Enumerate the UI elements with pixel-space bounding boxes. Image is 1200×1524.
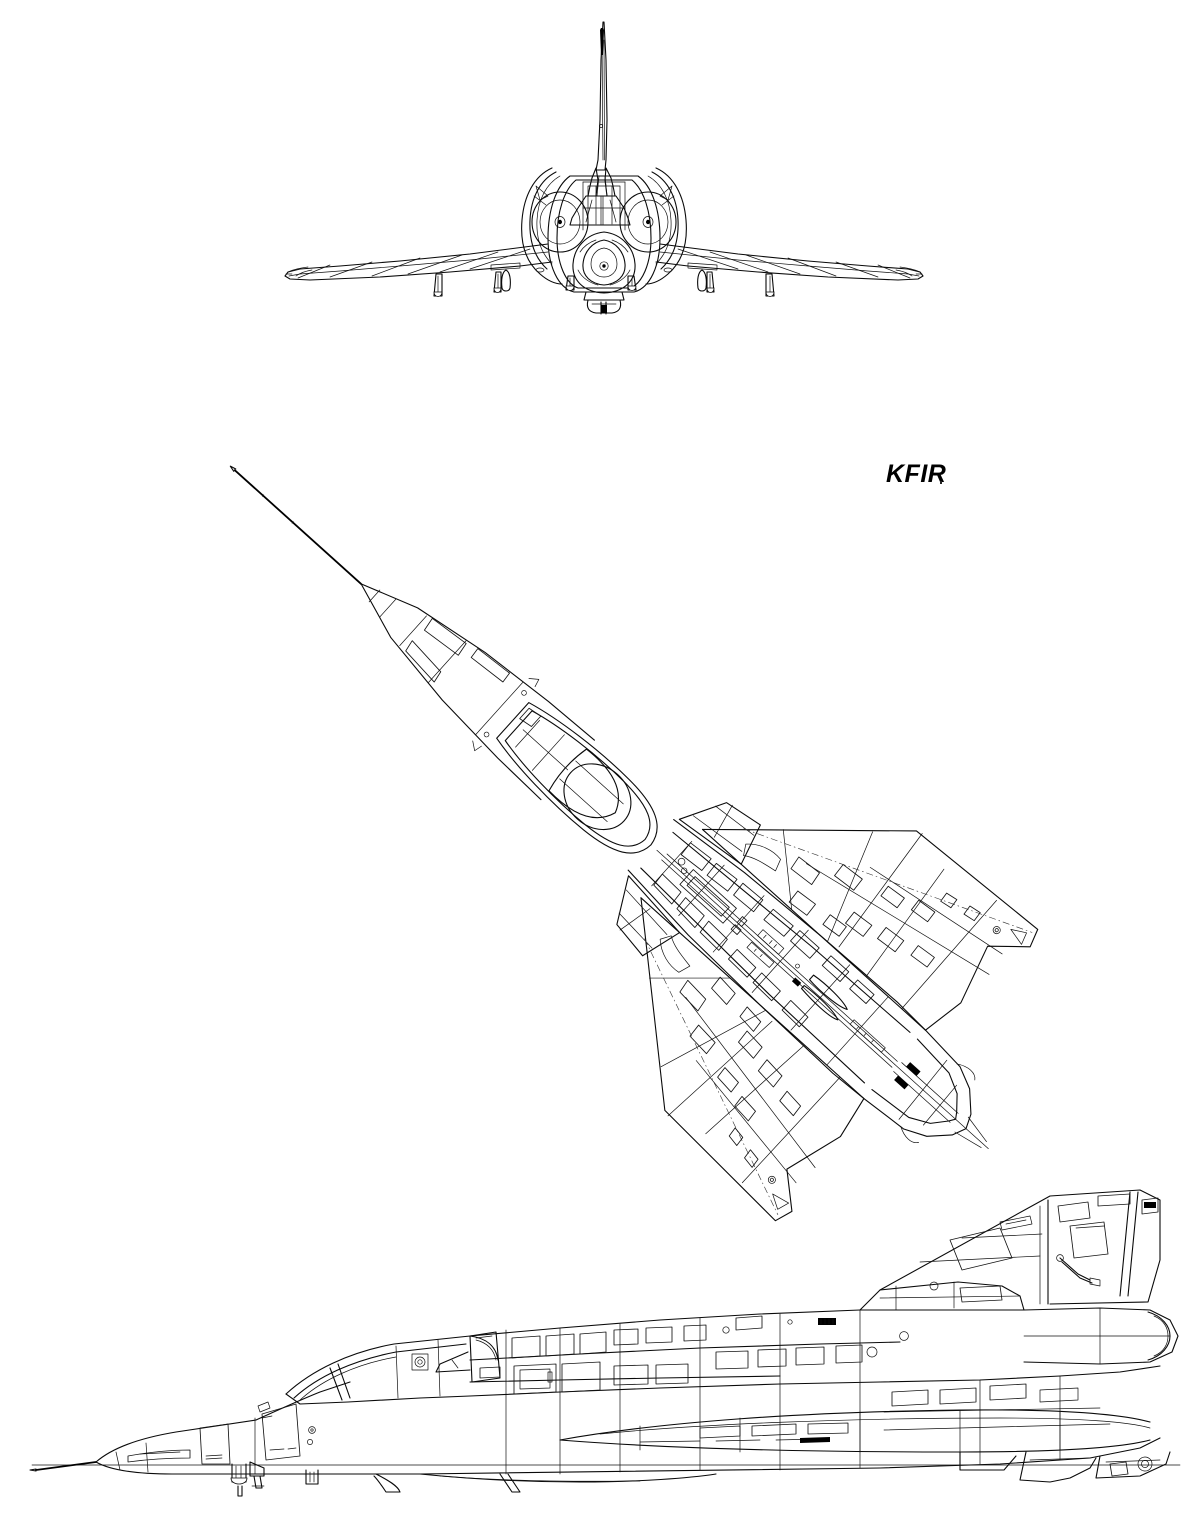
landing-gear-front xyxy=(566,276,636,314)
forward-fuselage-side xyxy=(256,1336,470,1474)
nose-landing-gear-side xyxy=(230,1464,248,1496)
nose-pitot-probe-side xyxy=(30,1461,97,1471)
wing-side xyxy=(560,1410,1150,1452)
canard-foreplane-side xyxy=(436,1332,500,1382)
title-tick-mark xyxy=(940,481,942,484)
vertical-tail-fin-side xyxy=(880,1190,1160,1304)
wing-right-front xyxy=(656,244,923,297)
air-intake-left-front xyxy=(522,168,588,284)
underfuselage-side xyxy=(250,1462,716,1492)
delta-wing-lower-plan xyxy=(541,898,881,1225)
mid-fuselage-side xyxy=(420,1310,909,1474)
wing-left-front xyxy=(285,244,552,297)
delta-wing-upper-plan xyxy=(703,828,1043,1045)
forward-fuselage-plan xyxy=(329,548,600,805)
vertical-tail-fin-front xyxy=(570,22,630,225)
side-view-group xyxy=(30,1190,1181,1496)
ventral-fin-side xyxy=(960,1452,1170,1482)
rear-fuselage-plan xyxy=(864,1030,989,1150)
canard-foreplanes-plan xyxy=(595,782,769,964)
radome-side xyxy=(96,1417,256,1474)
front-view-group xyxy=(285,22,923,314)
cockpit-canopy-plan xyxy=(490,695,674,871)
dorsal-spine-side xyxy=(860,1282,1024,1310)
fuselage-front xyxy=(548,176,660,293)
nose-pitot-probe-plan xyxy=(229,465,363,585)
page-title: KFIR xyxy=(886,460,947,488)
plan-view-group xyxy=(99,320,1119,1294)
